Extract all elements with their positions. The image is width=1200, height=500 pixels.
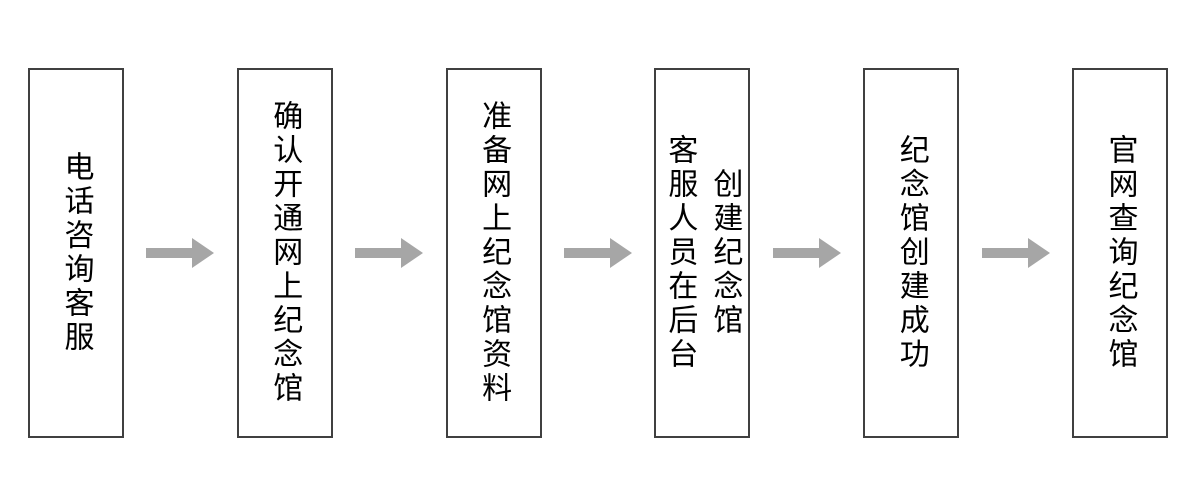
arrow-right-shape [981, 238, 1050, 268]
arrow-right-icon [355, 238, 424, 268]
flow-step-4: 客服人员在后台 创建纪念馆 [654, 68, 751, 438]
arrow-right-icon [981, 238, 1050, 268]
arrow-right-icon [563, 238, 632, 268]
arrow-right-shape [146, 238, 215, 268]
flow-step-label: 电话咨询客服 [59, 151, 93, 355]
flowchart: 电话咨询客服 确认开通网上纪念馆 准备网上纪念馆资料 客服人员在后台 创建纪念馆 [28, 68, 1168, 438]
flow-step-6: 官网查询纪念馆 [1071, 68, 1168, 438]
arrow-right-shape [355, 238, 424, 268]
connector-1 [124, 68, 237, 438]
connector-4 [750, 68, 863, 438]
flow-step-label: 纪念馆创建成功 [894, 134, 928, 372]
arrow-right-icon [772, 238, 841, 268]
flow-step-label: 官网查询纪念馆 [1103, 134, 1137, 372]
arrow-right-icon [146, 238, 215, 268]
connector-2 [333, 68, 446, 438]
flow-step-3: 准备网上纪念馆资料 [445, 68, 542, 438]
connector-5 [959, 68, 1072, 438]
arrow-right-shape [563, 238, 632, 268]
flow-step-label: 客服人员在后台 创建纪念馆 [663, 134, 742, 372]
flow-step-label: 确认开通网上纪念馆 [268, 100, 302, 406]
flow-step-2: 确认开通网上纪念馆 [236, 68, 333, 438]
flow-step-label: 准备网上纪念馆资料 [477, 100, 511, 406]
flow-step-1: 电话咨询客服 [28, 68, 124, 438]
flow-step-5: 纪念馆创建成功 [863, 68, 960, 438]
arrow-right-shape [772, 238, 841, 268]
connector-3 [542, 68, 655, 438]
